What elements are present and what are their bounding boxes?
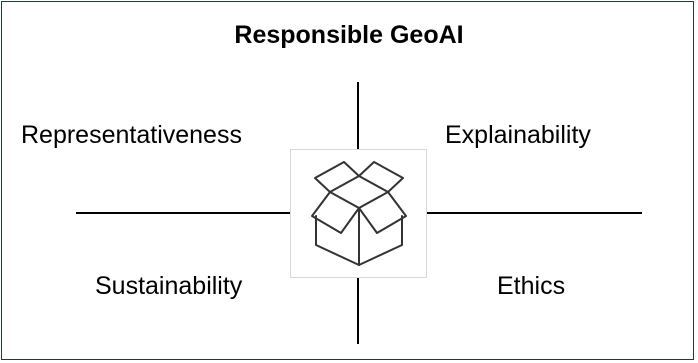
open-box-icon (311, 161, 407, 266)
horizontal-axis-right (427, 212, 642, 214)
quadrant-label-ethics: Ethics (497, 272, 566, 300)
vertical-axis-bottom (357, 278, 359, 344)
diagram-title: Responsible GeoAI (234, 21, 464, 49)
quadrant-label-representativeness: Representativeness (21, 121, 242, 149)
center-icon-box (290, 149, 427, 278)
quadrant-label-sustainability: Sustainability (95, 272, 243, 300)
horizontal-axis-left (76, 212, 290, 214)
quadrant-label-explainability: Explainability (445, 121, 591, 149)
vertical-axis-top (357, 82, 359, 149)
